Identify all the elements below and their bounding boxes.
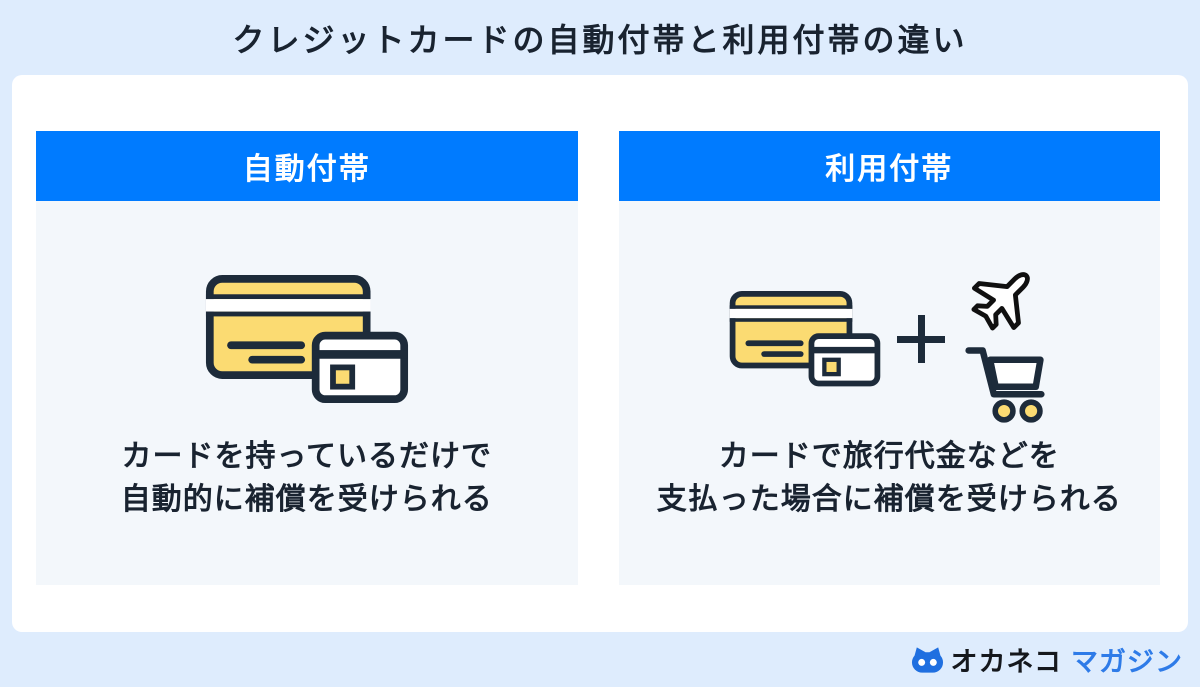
caption-line-1: カードで旅行代金などを (718, 439, 1060, 474)
content-card: 自動付帯 カードを持っているだけで 自動的に補償を受けられる (12, 75, 1188, 632)
page-title: クレジットカードの自動付帯と利用付帯の違い (232, 20, 968, 59)
okaneko-cat-icon (911, 646, 943, 673)
panel-automatic-coverage: 自動付帯 カードを持っているだけで 自動的に補償を受けられる (36, 131, 578, 585)
panel-header-automatic: 自動付帯 (36, 131, 578, 201)
okaneko-magazine-logo: オカネコマガジン (911, 640, 1183, 679)
panel-body-usage: カードで旅行代金などを 支払った場合に補償を受けられる (618, 201, 1160, 585)
panel-header-usage: 利用付帯 (618, 131, 1160, 201)
illustration-usage (729, 249, 1049, 429)
travel-shopping-stack (961, 253, 1049, 425)
shopping-cart-icon (965, 347, 1045, 423)
panel-usage-coverage: 利用付帯 (618, 131, 1160, 585)
credit-cards-icon (205, 274, 408, 403)
panel-header-label: 自動付帯 (242, 152, 371, 187)
credit-cards-icon (729, 290, 881, 387)
caption-automatic: カードを持っているだけで 自動的に補償を受けられる (121, 435, 493, 521)
brand-suffix: マガジン (1071, 647, 1183, 678)
plus-icon (897, 315, 946, 363)
brand-name: オカネコ (950, 647, 1062, 678)
caption-line-2: 自動的に補償を受けられる (120, 482, 493, 517)
footer: オカネコマガジン (0, 632, 1200, 687)
caption-line-1: カードを持っているだけで (121, 439, 492, 474)
panel-body-automatic: カードを持っているだけで 自動的に補償を受けられる (36, 201, 578, 585)
illustration-automatic (205, 249, 409, 429)
caption-usage: カードで旅行代金などを 支払った場合に補償を受けられる (657, 435, 1122, 521)
panel-header-label: 利用付帯 (825, 152, 954, 187)
caption-line-2: 支払った場合に補償を受けられる (656, 482, 1122, 517)
airplane-icon (971, 272, 1031, 331)
